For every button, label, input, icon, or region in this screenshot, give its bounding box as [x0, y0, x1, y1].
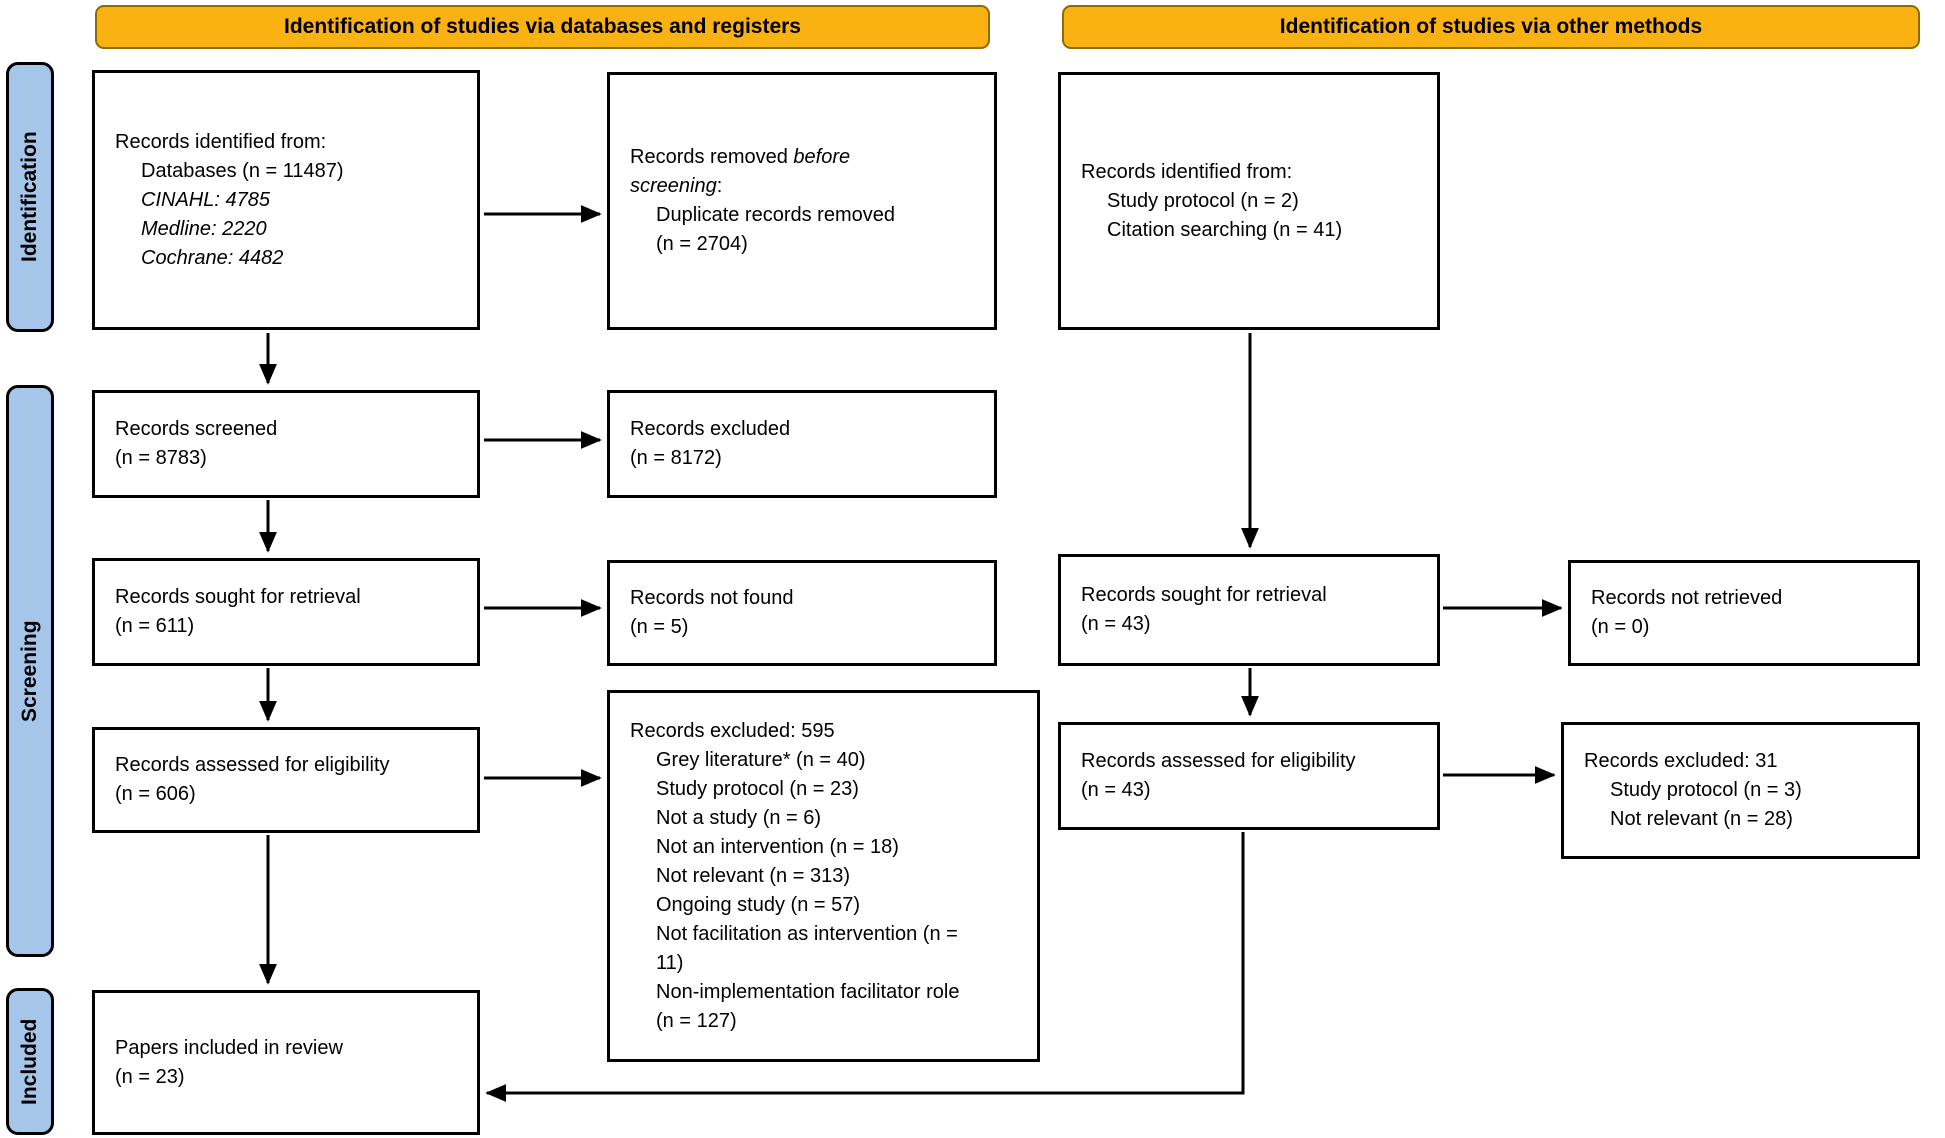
- box-records-identified-databases: Records identified from: Databases (n = 1…: [92, 70, 480, 330]
- box-line: (n = 23): [115, 1065, 185, 1088]
- stage-identification: Identification: [6, 62, 54, 332]
- box-line: Citation searching (n = 41): [1107, 218, 1343, 241]
- box-records-not-found: Records not found (n = 5): [607, 560, 997, 666]
- box-line: Not an intervention (n = 18): [656, 835, 899, 858]
- box-line: Not a study (n = 6): [656, 806, 822, 829]
- box-line: Study protocol (n = 3): [1610, 779, 1802, 801]
- box-records-removed-before-screening: Records removed before screening: Duplicat…: [607, 72, 997, 330]
- box-line: Records not found: [630, 587, 794, 609]
- box-records-sought-retrieval-other: Records sought for retrieval (n = 43): [1058, 554, 1440, 666]
- box-line: Cochrane: 4482: [141, 246, 284, 269]
- box-records-sought-retrieval-databases: Records sought for retrieval (n = 611): [92, 558, 480, 666]
- banner-other-methods: Identification of studies via other meth…: [1062, 5, 1920, 49]
- box-records-assessed-eligibility-databases: Records assessed for eligibility (n = 606…: [92, 727, 480, 833]
- box-line: (n = 8172): [630, 447, 722, 469]
- box-line: Medline: 2220: [141, 217, 267, 240]
- box-line: Records assessed for eligibility: [115, 754, 390, 776]
- box-records-screened: Records screened (n = 8783): [92, 390, 480, 498]
- stage-screening: Screening: [6, 385, 54, 957]
- box-line: Records not retrieved: [1591, 587, 1783, 609]
- box-line: screening:: [630, 175, 723, 197]
- box-line: Records excluded: [630, 418, 791, 440]
- stage-included: Included: [6, 988, 54, 1135]
- box-line: Records sought for retrieval: [1081, 584, 1327, 606]
- box-line: CINAHL: 4785: [141, 188, 270, 211]
- box-line: Records excluded: 595: [630, 719, 835, 742]
- box-line: Study protocol (n = 2): [1107, 189, 1299, 212]
- box-line: 11): [656, 951, 684, 974]
- box-line: Duplicate records removed: [656, 204, 895, 226]
- box-line: Records excluded: 31: [1584, 750, 1778, 772]
- box-line: Not relevant (n = 313): [656, 864, 850, 887]
- banner-databases-registers: Identification of studies via databases …: [95, 5, 990, 49]
- box-line: Ongoing study (n = 57): [656, 893, 861, 916]
- box-line: Grey literature* (n = 40): [656, 748, 866, 771]
- box-line: (n = 43): [1081, 613, 1151, 635]
- box-records-identified-other: Records identified from: Study protocol (…: [1058, 72, 1440, 330]
- box-records-assessed-eligibility-other: Records assessed for eligibility (n = 43): [1058, 722, 1440, 830]
- box-records-excluded-screening: Records excluded (n = 8172): [607, 390, 997, 498]
- box-line: (n = 127): [656, 1009, 737, 1032]
- box-line: (n = 611): [115, 615, 195, 637]
- box-line: Not facilitation as intervention (n =: [656, 922, 958, 945]
- box-line: Databases (n = 11487): [141, 159, 344, 182]
- box-line: (n = 0): [1591, 616, 1650, 638]
- box-line: Papers included in review: [115, 1036, 343, 1059]
- box-line: Non-implementation facilitator role: [656, 980, 960, 1003]
- box-line: (n = 43): [1081, 779, 1151, 801]
- box-records-excluded-31: Records excluded: 31 Study protocol (n = …: [1561, 722, 1920, 859]
- box-line: Records assessed for eligibility: [1081, 750, 1356, 772]
- box-line: Records sought for retrieval: [115, 586, 361, 608]
- box-line: Records identified from:: [115, 130, 327, 153]
- box-line: Records screened: [115, 418, 278, 440]
- box-records-not-retrieved: Records not retrieved (n = 0): [1568, 560, 1920, 666]
- box-line: (n = 5): [630, 616, 689, 638]
- box-line: Records identified from:: [1081, 160, 1293, 183]
- box-papers-included: Papers included in review (n = 23): [92, 990, 480, 1135]
- box-line: Not relevant (n = 28): [1610, 808, 1793, 830]
- box-line: (n = 8783): [115, 447, 207, 469]
- box-line: Records removed before: [630, 146, 851, 168]
- box-line: (n = 606): [115, 783, 196, 805]
- box-line: (n = 2704): [656, 233, 748, 255]
- box-line: Study protocol (n = 23): [656, 777, 859, 800]
